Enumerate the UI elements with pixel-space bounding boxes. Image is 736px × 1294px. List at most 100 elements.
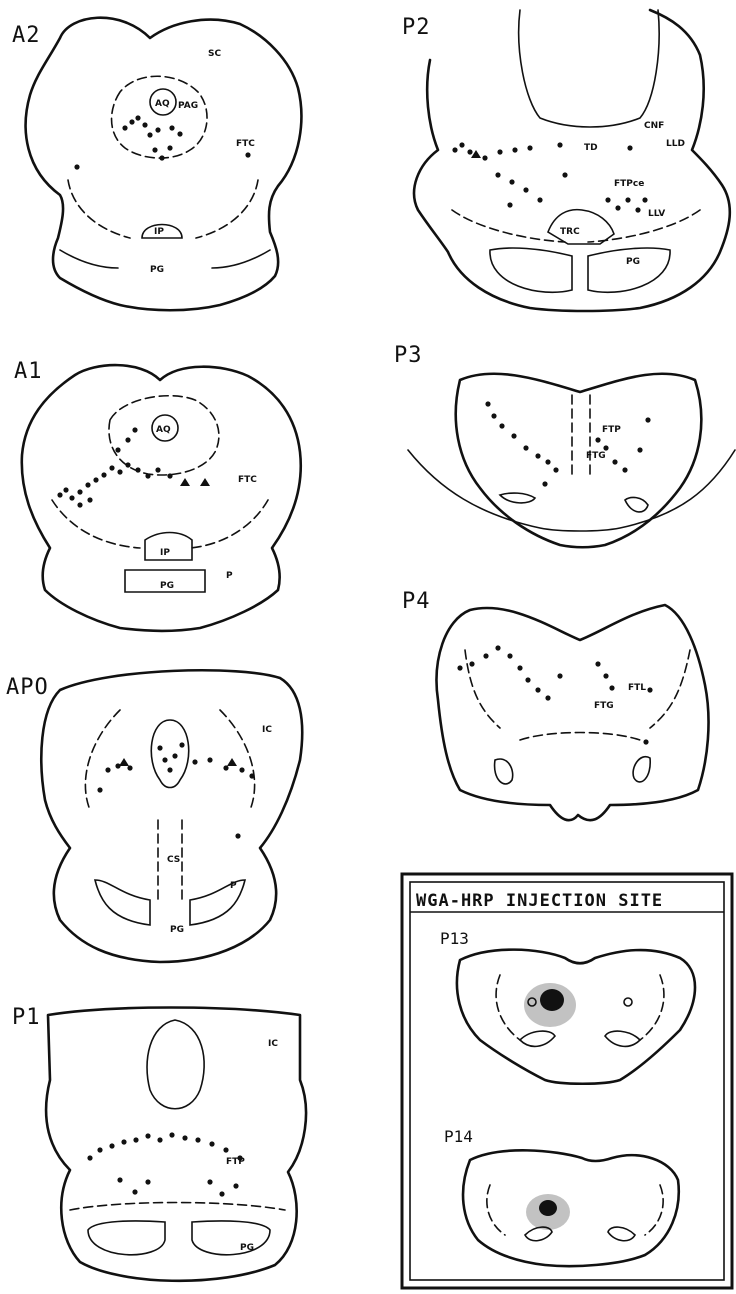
p2-label-ftpce: FTPce (614, 179, 644, 189)
neuron-dot (109, 1143, 114, 1148)
neuron-dot (145, 1133, 150, 1138)
neuron-dot (135, 467, 140, 472)
neuron-dot (615, 205, 620, 210)
neuron-dot (117, 1177, 122, 1182)
a2-pag-boundary (112, 76, 207, 158)
a2-lemniscus-right (196, 180, 258, 238)
p2-labeled-neurons (452, 142, 647, 212)
neuron-dot (545, 459, 550, 464)
neuron-dot (219, 1191, 224, 1196)
neuron-dot (612, 459, 617, 464)
p4-labeled-neurons (457, 645, 652, 744)
p3-ventral-border (408, 450, 735, 531)
a2-label-aq: AQ (155, 99, 170, 109)
neuron-dot (132, 427, 137, 432)
neuron-dot (177, 131, 182, 136)
neuron-dot (125, 462, 130, 467)
p1-labeled-neurons (87, 1132, 242, 1196)
neuron-dot (603, 673, 608, 678)
section-ap0: APO IC CS P PG (6, 670, 302, 962)
neuron-dot (467, 149, 472, 154)
a2-label-sc: SC (208, 49, 221, 59)
neuron-dot (162, 757, 167, 762)
ap0-label-p: P (230, 881, 237, 891)
panel-label-a2: A2 (12, 23, 41, 48)
ap0-label-pg: PG (170, 925, 184, 935)
section-p4: P4 FTL FTG (402, 589, 709, 820)
neuron-dot (121, 1139, 126, 1144)
neuron-dot (517, 665, 522, 670)
p2-label-pg: PG (626, 257, 640, 267)
neuron-dot (459, 142, 464, 147)
injection-site-inset: WGA-HRP INJECTION SITE P13 P14 (402, 874, 732, 1288)
neuron-dot (495, 172, 500, 177)
neuron-dot (105, 767, 110, 772)
neuron-dot (157, 1137, 162, 1142)
neuron-dot (97, 787, 102, 792)
p2-label-llv: LLV (648, 209, 665, 219)
neuron-dot (635, 207, 640, 212)
p4-inner-boundary (465, 650, 690, 728)
a2-label-pg: PG (150, 265, 164, 275)
panel-label-ap0: APO (6, 675, 49, 700)
neuron-dot (643, 739, 648, 744)
a1-labeled-neurons (57, 427, 210, 507)
section-p2: P2 CNF LLD TD FTPce LLV TRC PG (402, 10, 730, 311)
p4-label-ftl: FTL (628, 683, 646, 693)
neuron-dot (457, 665, 462, 670)
neuron-dot (507, 202, 512, 207)
p4-outline (437, 605, 709, 820)
neuron-dot (93, 477, 98, 482)
neuron-dot (603, 445, 608, 450)
panel-label-p4: P4 (402, 589, 431, 614)
panel-label-p1: P1 (12, 1005, 41, 1030)
neuron-triangle (227, 758, 237, 766)
a2-label-ip: IP (154, 227, 164, 237)
p2-trc (548, 210, 614, 244)
ap0-labeled-neurons (97, 742, 254, 838)
neuron-triangle (471, 150, 481, 158)
neuron-dot (85, 482, 90, 487)
p14-injection-core (539, 1200, 557, 1216)
p4-pyramid-left (495, 759, 513, 784)
neuron-dot (609, 685, 614, 690)
panel-label-p3: P3 (394, 343, 423, 368)
section-a2: A2 SC AQ PAG FTC IP PG (12, 18, 301, 311)
neuron-dot (147, 132, 152, 137)
p1-label-ic: IC (268, 1039, 278, 1049)
p1-pg-right (192, 1221, 270, 1255)
a1-label-aq: AQ (156, 425, 171, 435)
neuron-dot (535, 687, 540, 692)
ap0-peduncle-right (190, 880, 245, 925)
neuron-dot (169, 125, 174, 130)
neuron-dot (523, 187, 528, 192)
a1-outline (22, 365, 301, 631)
neuron-dot (523, 445, 528, 450)
p3-nucleus-left (500, 493, 535, 503)
ap0-outline (41, 670, 302, 962)
inset-label-p14: P14 (444, 1127, 473, 1146)
neuron-dot (645, 417, 650, 422)
neuron-dot (87, 1155, 92, 1160)
neuron-dot (537, 197, 542, 202)
neuron-dot (233, 1183, 238, 1188)
p13-injection-core (540, 989, 564, 1011)
neuron-dot (535, 453, 540, 458)
a2-label-pag: PAG (178, 101, 198, 111)
neuron-dot (101, 472, 106, 477)
neuron-dot (167, 145, 172, 150)
a1-label-p: P (226, 571, 233, 581)
neuron-dot (109, 465, 114, 470)
neuron-dot (542, 481, 547, 486)
neuron-dot (512, 147, 517, 152)
neuron-dot (495, 645, 500, 650)
ap0-label-cs: CS (167, 855, 180, 865)
neuron-dot (595, 661, 600, 666)
a1-label-ftc: FTC (238, 475, 257, 485)
neuron-dot (642, 197, 647, 202)
p3-outline (456, 374, 702, 548)
neuron-dot (167, 767, 172, 772)
neuron-dot (627, 145, 632, 150)
neuron-dot (172, 753, 177, 758)
